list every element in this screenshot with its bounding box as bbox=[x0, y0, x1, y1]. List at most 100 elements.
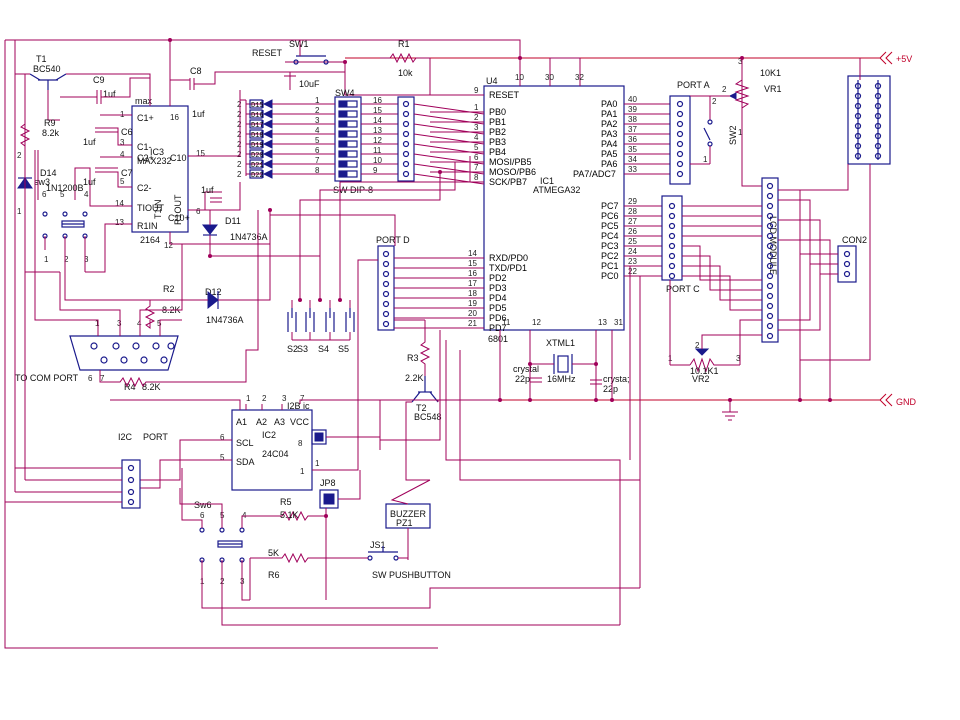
led-pin-num: 2 bbox=[237, 170, 242, 179]
mcu-porta-pin-num: 37 bbox=[628, 125, 637, 134]
max-c1m: C1- bbox=[137, 142, 152, 152]
dip-right-pin-num: 12 bbox=[373, 136, 382, 145]
db9-pins bbox=[90, 342, 175, 364]
db9-pin bbox=[167, 342, 175, 350]
mcu-tag: 6801 bbox=[488, 334, 508, 344]
led-code: D16 bbox=[251, 112, 264, 120]
mcu-porta-pin-name: PA5 bbox=[601, 149, 617, 159]
misc-wires bbox=[14, 38, 871, 625]
port-c-label: PORT C bbox=[666, 284, 700, 294]
mcu-portd-pin-num: 20 bbox=[468, 309, 477, 318]
db9-pin bbox=[140, 356, 148, 364]
lcd-pin bbox=[766, 212, 774, 220]
s2-label: S2 bbox=[287, 344, 298, 354]
sw6-switch: Sw6 6 5 4 1 2 3 bbox=[179, 468, 640, 626]
dip-cell-lever bbox=[338, 130, 348, 138]
db9-pin bbox=[152, 342, 160, 350]
port-c-pin bbox=[668, 262, 676, 270]
led-icon bbox=[262, 119, 273, 129]
port-d-pin bbox=[382, 280, 390, 288]
svg-text:16: 16 bbox=[170, 113, 179, 122]
dip-right-pin-num: 10 bbox=[373, 156, 382, 165]
r3-value: 2.2K bbox=[405, 373, 424, 383]
mcu-portc-pin-num: 24 bbox=[628, 247, 637, 256]
c9-label: C9 bbox=[93, 75, 105, 85]
mcu-portc-pin-name: PC6 bbox=[601, 211, 619, 221]
dip-header-wire bbox=[413, 123, 485, 135]
mcu-portc-pin-num: 23 bbox=[628, 257, 637, 266]
svg-text:1: 1 bbox=[703, 155, 708, 164]
mcu-porta-pin-name: PA3 bbox=[601, 129, 617, 139]
r5-value: 5.1K bbox=[280, 510, 299, 520]
dip-header-pin bbox=[402, 160, 410, 168]
i2c-port: I2C PORT bbox=[5, 432, 168, 509]
mcu-porta-pin-name: PA7/ADC7 bbox=[573, 169, 616, 179]
mcu-left-pin-name: MOSO/PB6 bbox=[489, 167, 536, 177]
lcd-pin bbox=[766, 282, 774, 290]
mcu-portc-pin-num: 26 bbox=[628, 227, 637, 236]
border-wires bbox=[4, 39, 521, 649]
jp8-jumper: JP8 bbox=[319, 470, 361, 509]
header-pin bbox=[854, 92, 862, 100]
s3-label: S3 bbox=[297, 344, 308, 354]
db9-pin bbox=[120, 356, 128, 364]
header-pin bbox=[874, 132, 882, 140]
port-a-pin bbox=[676, 120, 684, 128]
lcd-pin bbox=[766, 222, 774, 230]
port-d-pin bbox=[382, 270, 390, 278]
port-a-pin bbox=[676, 100, 684, 108]
pushbutton-label: SW PUSHBUTTON bbox=[372, 570, 451, 580]
port-a-pins bbox=[676, 100, 684, 178]
dip-right-pin-num: 13 bbox=[373, 126, 382, 135]
dip-header-pin bbox=[402, 150, 410, 158]
port-a-pin bbox=[676, 140, 684, 148]
s5-label: S5 bbox=[338, 344, 349, 354]
led-icon bbox=[262, 129, 273, 139]
mcu-left-pin-num: 1 bbox=[474, 103, 479, 112]
lcd-pin bbox=[766, 242, 774, 250]
dip-cell-lever bbox=[338, 110, 348, 118]
mcu-porta-pin-num: 40 bbox=[628, 95, 637, 104]
xtal-freq: 16MHz bbox=[547, 374, 576, 384]
dip-header-wire bbox=[413, 113, 485, 125]
max-t1out: TIOUT bbox=[137, 203, 164, 213]
com-port-label: TO COM PORT bbox=[15, 373, 79, 383]
r5-r6: R5 5.1K 5K R6 bbox=[249, 497, 340, 600]
crystal-right-value: 22p bbox=[603, 384, 618, 394]
led-code: D19 bbox=[251, 142, 264, 150]
mcu-portd-pin-num: 17 bbox=[468, 279, 477, 288]
mcu-portd-pin-num: 16 bbox=[468, 269, 477, 278]
c8-label: C8 bbox=[190, 66, 202, 76]
vr2-pot: 1 3 2 10.1K1 VR2 bbox=[668, 280, 762, 384]
mcu-left-pin-num: 3 bbox=[474, 123, 479, 132]
port-c-pin bbox=[668, 242, 676, 250]
svg-text:3: 3 bbox=[120, 138, 125, 147]
mcu-portc-pin-name: PC0 bbox=[601, 271, 619, 281]
max-c1p: C1+ bbox=[137, 113, 154, 123]
push-switch-group bbox=[287, 300, 355, 341]
mcu-left-pin-num: 9 bbox=[474, 86, 479, 95]
vr1-label: VR1 bbox=[764, 84, 782, 94]
mcu-left-pin-name: PB0 bbox=[489, 107, 506, 117]
dip-right-pin-num: 16 bbox=[373, 96, 382, 105]
c7-value: 1uf bbox=[83, 177, 96, 187]
ic2-label: IC2 bbox=[262, 430, 276, 440]
dip-left-pin-num: 8 bbox=[315, 166, 320, 175]
svg-text:1: 1 bbox=[246, 394, 251, 403]
mcu-portd-pin-name: TXD/PD1 bbox=[489, 263, 527, 273]
dip-left-pin-num: 7 bbox=[315, 156, 320, 165]
mcu-bottom-pin-num: 11 bbox=[502, 318, 511, 327]
vr1-pot: 10K1 VR1 3 1 2 bbox=[710, 57, 782, 187]
mcu-portd-pin-name: PD7 bbox=[489, 323, 507, 333]
dip-cell-lever bbox=[338, 170, 348, 178]
led-icon bbox=[262, 139, 273, 149]
dip-cell-lever bbox=[338, 150, 348, 158]
r1-value: 10k bbox=[398, 68, 413, 78]
svg-text:1: 1 bbox=[17, 207, 22, 216]
port-d-pin bbox=[382, 310, 390, 318]
max-c2m: C2- bbox=[137, 183, 152, 193]
led-icon bbox=[262, 149, 273, 159]
header-pin bbox=[874, 82, 882, 90]
lcd-pin bbox=[766, 302, 774, 310]
